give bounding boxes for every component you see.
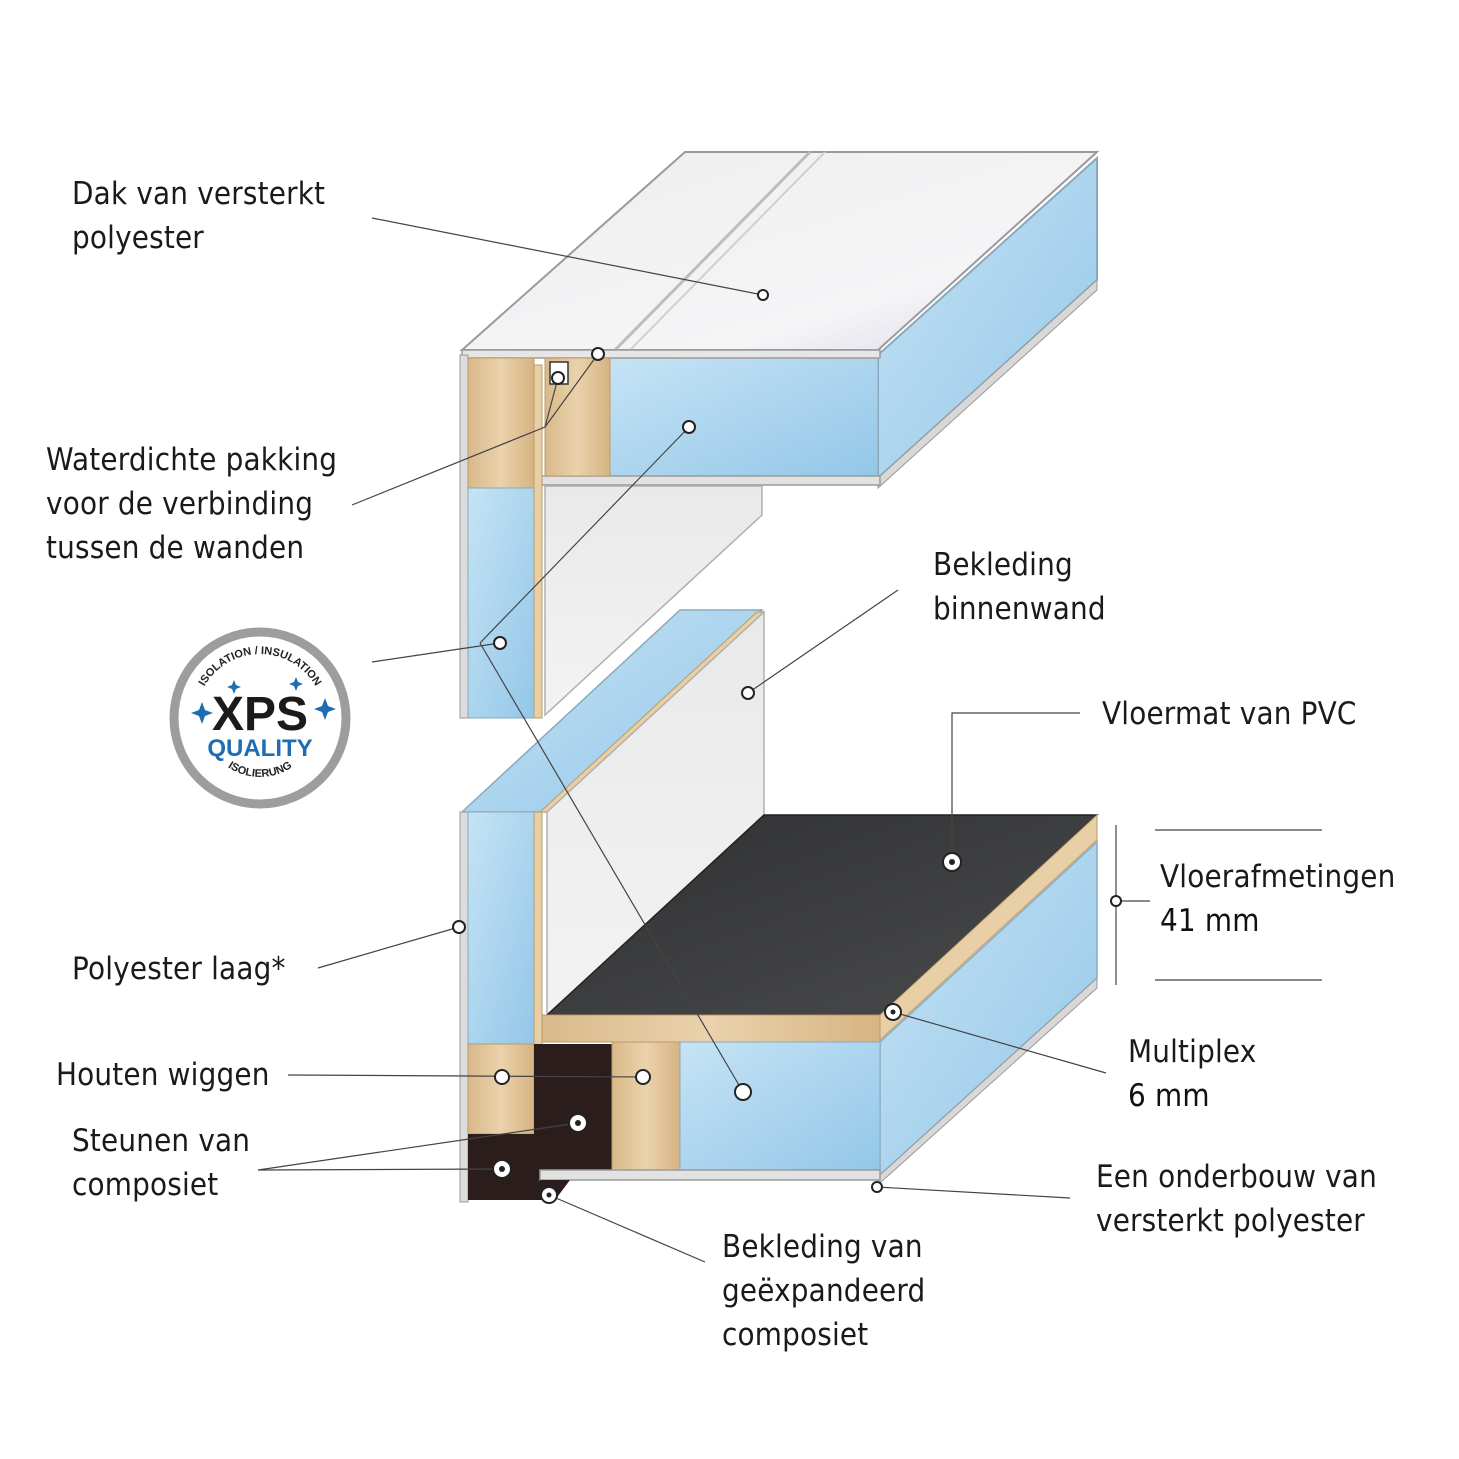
lower-wall-insulation bbox=[467, 811, 535, 1045]
marker-substructure bbox=[871, 1181, 883, 1193]
marker-wedge-b bbox=[635, 1069, 651, 1085]
marker-xps-roof bbox=[682, 420, 696, 434]
composite-support-mid bbox=[534, 1044, 612, 1170]
lower-wall-wood-wedge bbox=[467, 1043, 535, 1135]
floor-wood-wedge bbox=[611, 1041, 681, 1171]
marker-floor-dim bbox=[1110, 895, 1122, 907]
upper-wall bbox=[459, 354, 763, 719]
marker-wedge-a bbox=[494, 1069, 510, 1085]
marker-gasket-a bbox=[591, 347, 605, 361]
label-floor-mat: Vloermat van PVC bbox=[1102, 696, 1357, 732]
badge-main: XPS bbox=[212, 688, 308, 741]
marker-inner-wall bbox=[741, 686, 755, 700]
marker-xps-floor bbox=[734, 1083, 752, 1101]
badge-sub: QUALITY bbox=[207, 735, 312, 762]
marker-roof bbox=[757, 289, 769, 301]
roof-section bbox=[459, 150, 1100, 490]
xps-quality-badge: ISOLATION / INSULATION ISOLIERUNG XPS QU… bbox=[169, 627, 351, 809]
marker-polyester-layer bbox=[452, 920, 466, 934]
callout-markers bbox=[452, 289, 1122, 1204]
upper-wall-wood bbox=[467, 357, 535, 489]
marker-gasket-b bbox=[551, 371, 565, 385]
upper-wall-insulation bbox=[467, 487, 535, 719]
multiplex-layer bbox=[539, 1014, 881, 1043]
label-wooden-wedges: Houten wiggen bbox=[56, 1057, 270, 1093]
sparkle-icon bbox=[191, 677, 336, 724]
marker-xps-wall bbox=[493, 636, 507, 650]
lower-section bbox=[459, 609, 1099, 1203]
roof-insulation-front bbox=[609, 357, 879, 477]
floor-insulation bbox=[679, 1041, 881, 1171]
label-polyester-layer: Polyester laag* bbox=[72, 951, 286, 987]
upper-inner-wall-lining bbox=[544, 485, 763, 717]
